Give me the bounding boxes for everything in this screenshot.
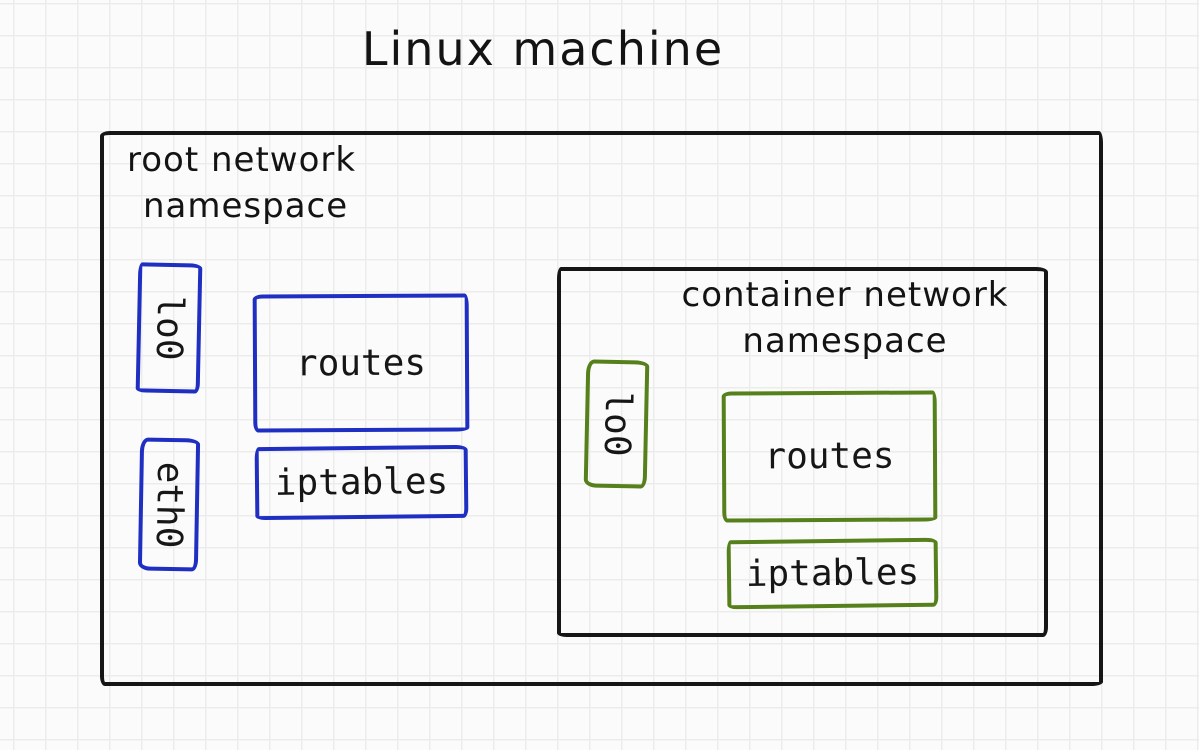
container-namespace-label-line2: namespace [742,321,948,361]
interface-box-lo0-container: lo0 [583,359,650,489]
routes-box-container: routes [721,390,938,523]
container-namespace-box [557,267,1048,637]
container-namespace-label-line1: container network [681,275,1009,315]
root-namespace-label-line2: namespace [143,186,349,226]
root-namespace-box [100,131,1103,686]
iptables-label-container: iptables [745,551,920,596]
interface-box-eth0-root: eth0 [137,437,201,572]
container-namespace-label: container network namespace [645,272,1045,364]
routes-label-root: routes [295,342,427,384]
interface-label-lo0-container: lo0 [595,391,638,457]
iptables-box-root: iptables [254,444,469,521]
interface-label-eth0-root: eth0 [147,460,191,549]
diagram-title: Linux machine [361,22,725,76]
routes-label-container: routes [764,435,895,478]
root-namespace-label-line1: root network [127,140,357,180]
interface-box-lo0-root: lo0 [135,262,203,394]
routes-box-root: routes [252,293,470,433]
iptables-label-root: iptables [274,461,449,504]
interface-label-lo0-root: lo0 [147,295,191,361]
iptables-box-container: iptables [726,537,939,610]
root-namespace-label: root network namespace [127,137,356,229]
